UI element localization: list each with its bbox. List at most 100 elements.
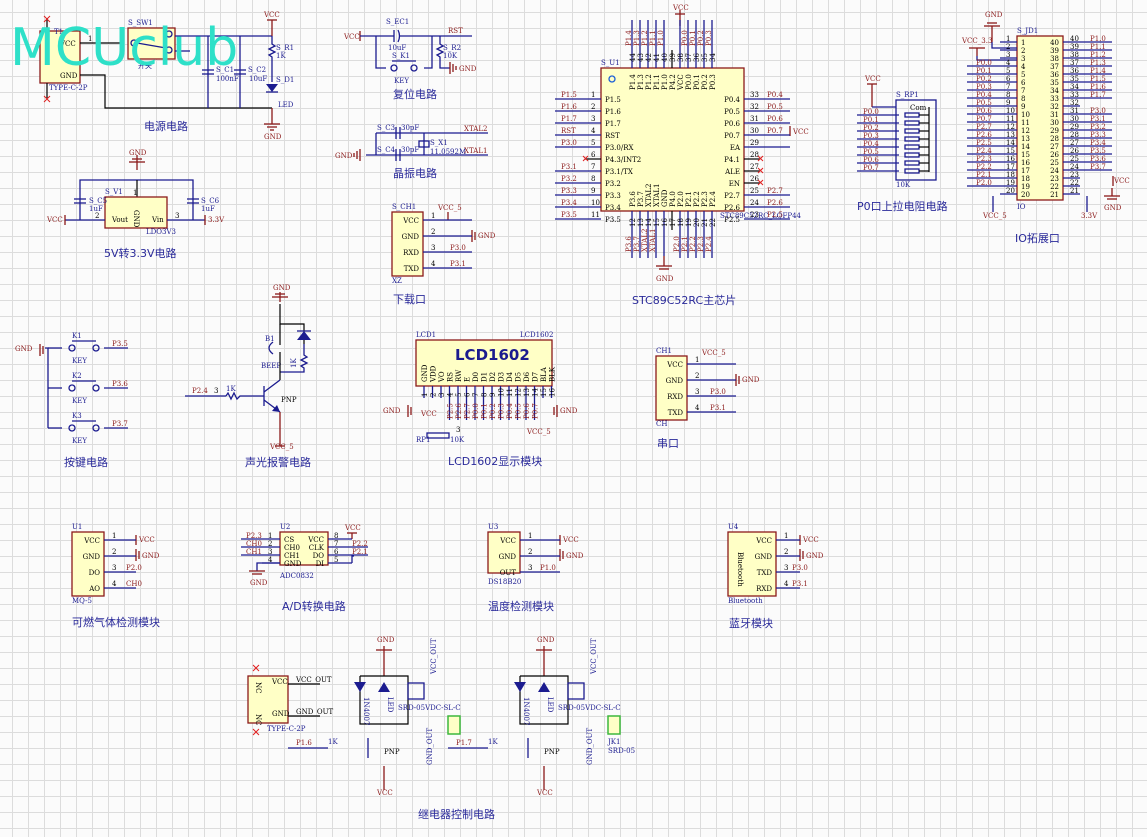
gnd-label: GND [335,152,353,160]
lcd-pin-num: 10 [498,388,506,397]
mcu-net-label: P1.3 [633,30,641,46]
caption-keys: 按键电路 [64,455,108,469]
module-pin-name: AO [88,585,100,593]
io-pin-num: 2 [1006,43,1010,51]
io-pin-num: 18 [1006,171,1015,179]
io-pin-num: 8 [1006,91,1010,99]
value-c3: 30pF [401,124,419,132]
mcu-net-label: P1.2 [641,30,649,46]
io-pin-num: 23 [1070,171,1079,179]
value-b1: BEEP [261,362,281,370]
mcu-pin-name: P2.2 [693,191,701,207]
transistor-type: PNP [384,748,400,756]
module-pin-name: TXD [404,265,420,273]
io-pin-inner: 12 [1021,127,1030,135]
io-pin-inner: 11 [1021,119,1030,127]
module-pin-name: VCC [402,217,419,225]
net-vcc-out: VCC_OUT [295,676,332,684]
mcu-pin-num: 34 [709,53,717,62]
io-pin-num: 30 [1070,115,1079,123]
lcd-pin-name: BLK [549,366,557,382]
crystal-circuit: S_C3 30pF S_C4 30pF S_X1 11.0592M XTAL2 … [335,124,488,180]
relay-frame [519,675,569,725]
module-pin-num: 1 [528,532,532,540]
part-lcd: LCD1602 [520,331,553,339]
io-pin-num: 22 [1070,179,1079,187]
mcu-net-label: P3.3 [561,187,577,195]
caption-ldo: 5V转3.3V电路 [104,246,177,260]
adc-pin-name: DO [313,552,325,560]
mcu-pin-num: 2 [591,103,595,111]
relay-frame [359,675,409,725]
io-pin-inner: 9 [1021,103,1025,111]
io-pin-num: 9 [1006,99,1010,107]
pin-num: 3 [456,426,460,434]
mcu-pin-name: P2.6 [724,204,740,212]
ref-u2: U2 [280,523,290,531]
gnd-label: GND [742,376,760,384]
ref-c1: S_C1 [216,66,234,74]
resistor-icon [904,160,920,166]
io-net-label: P2.7 [976,123,992,131]
mcu-pin-num: 10 [591,199,600,207]
mcu-net-label: P3.6 [625,236,633,252]
io-pin-num: 6 [1006,75,1011,83]
mcu-pin-name: P0.0 [685,74,693,90]
ref-d1: S_D1 [276,76,294,84]
io-net-label: P2.6 [976,131,992,139]
mcu-pin-name: VCC [677,74,685,91]
value-c4: 30pF [401,146,419,154]
io-pin-num: 1 [1006,35,1010,43]
mcu-pin-num: 38 [677,53,685,62]
io-pin-num: 16 [1006,155,1015,163]
mcu-pin-num: 17 [669,218,677,227]
mcu-pin-name: P0.1 [693,74,701,90]
io-pin-inner: 24 [1050,167,1059,175]
lcd-pin-num: 9 [489,393,497,397]
gnd-label: GND [985,11,1003,19]
caption-alarm: 声光报警电路 [245,455,311,469]
key-value: KEY [72,397,87,405]
value-r2: 10K [443,52,458,60]
mcu-pin-name: P0.7 [724,132,740,140]
io-pin-num: 4 [1006,59,1011,67]
mcu-pin-name: P2.5 [724,216,740,224]
mcu-pin-num: 7 [591,163,595,171]
mcu-net-label: P0.2 [697,30,705,46]
io-pin-num: 27 [1070,139,1079,147]
serial-port: CH1 CH VCC_5 GND 串口 1VCC2GND3RXDP3.04TXD… [655,347,760,450]
mcu-net-label: XTAL2 [641,229,649,252]
ref-c4: S_C4 [377,146,396,154]
vcc-label: VCC [1113,177,1130,185]
pin-num: 2 [95,212,99,220]
mcu-pin-num: 29 [750,139,759,147]
mcu-pin-num: 21 [701,218,709,227]
caption-lcd: LCD1602显示模块 [448,455,542,468]
v33-label: 3.3V [1081,212,1098,220]
switch-label: 开关 [138,61,152,70]
resistor-icon [904,128,920,134]
io-pin-num: 31 [1070,107,1079,115]
relay-part: SRD-05VDC-SL-C [398,704,461,712]
module-pin-name: GND [755,553,773,561]
lcd-net-label: P0.4 [506,403,514,419]
lcd-net-label: P2.6 [455,403,463,419]
module-pin-num: 3 [431,244,435,252]
reset-circuit: VCC S_EC1 10uF RST S_K1 KEY S_R2 10K GND… [343,18,477,101]
lcd-pin-num: 3 [438,393,446,397]
caption-crystal: 晶振电路 [393,166,437,180]
pullup-net-label: P0.6 [863,156,879,164]
led-icon [266,84,278,92]
module-pin-name: VCC [83,537,100,545]
adc-pin-num: 1 [268,532,272,540]
caption-bluetooth: 蓝牙模块 [729,617,773,630]
adc-net-label: P2.3 [246,532,262,540]
io-pin-num: 3 [1006,51,1010,59]
key-contact [92,344,100,352]
ref-u1: U1 [72,523,82,531]
mcu-net-label: P2.1 [681,236,689,252]
gnd-label: GND [656,275,674,283]
module-pin-num: 2 [784,548,788,556]
io-pin-inner: 33 [1050,95,1059,103]
